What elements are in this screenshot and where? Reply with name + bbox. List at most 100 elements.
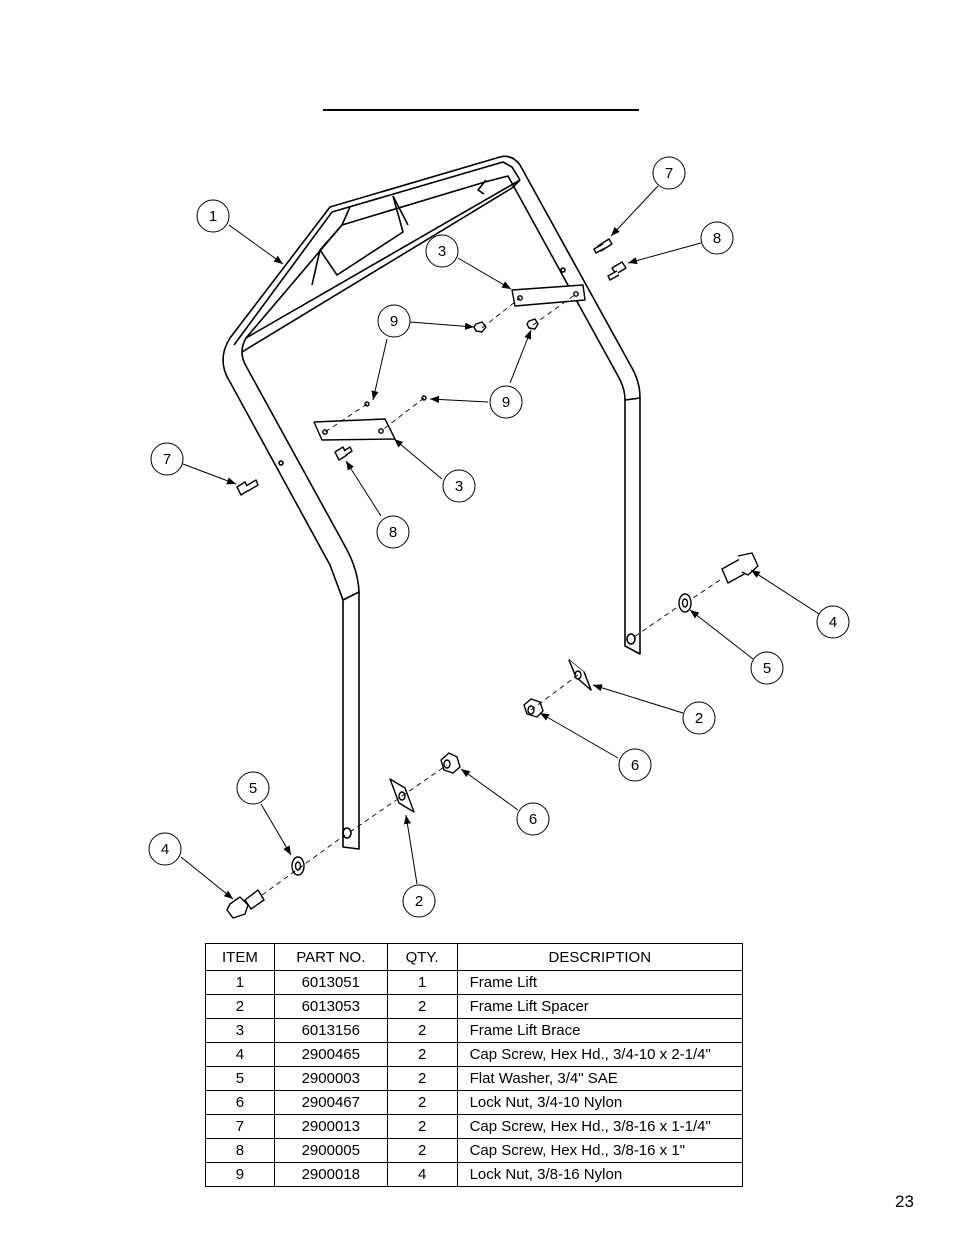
callout-5-right [750, 651, 784, 685]
callout-7-lower [150, 442, 184, 476]
cell-qty: 2 [386, 1042, 458, 1067]
callout-number: 8 [389, 524, 397, 541]
cell-description: Cap Screw, Hex Hd., 3/4-10 x 2-1/4" [456, 1042, 744, 1067]
header-qty: QTY. [386, 943, 458, 971]
cell-description: Frame Lift [456, 970, 744, 995]
exploded-parts-diagram: 1 7 8 3 9 9 7 3 8 4 5 2 6 6 5 4 2 [148, 155, 850, 919]
callout-8-upper [700, 221, 734, 255]
cell-qty: 2 [386, 1018, 458, 1043]
cell-qty: 4 [386, 1162, 458, 1187]
cell-qty: 2 [386, 994, 458, 1019]
callout-7-upper [652, 156, 686, 190]
callout-number: 4 [829, 614, 837, 631]
lock-nut-9-b [526, 318, 539, 330]
lock-nut-9-a [473, 321, 487, 333]
cell-qty: 2 [386, 1066, 458, 1091]
cap-screw-7-upper [593, 238, 613, 254]
table-header-row: ITEM PART NO. QTY. DESCRIPTION [205, 943, 744, 971]
callout-5-left [236, 771, 270, 805]
cap-screw-8-lower [334, 446, 353, 461]
cell-item: 3 [205, 1018, 275, 1043]
cell-part-no: 2900467 [273, 1090, 388, 1115]
callout-number: 7 [163, 451, 171, 468]
callout-1 [196, 199, 230, 233]
callout-9-right [489, 385, 523, 419]
callout-numbers: 1 7 8 3 9 9 7 3 8 4 5 2 6 6 5 4 2 [161, 165, 837, 910]
callout-number: 8 [713, 230, 721, 247]
cell-item: 1 [205, 970, 275, 995]
callout-number: 2 [415, 893, 423, 910]
header-item: ITEM [205, 943, 275, 971]
cell-qty: 1 [386, 970, 458, 995]
callout-number: 5 [249, 780, 257, 797]
callout-number: 7 [665, 165, 673, 182]
frame-lift-drawing [222, 155, 641, 850]
table-row: 5 2900003 2 Flat Washer, 3/4" SAE [205, 1066, 744, 1091]
cell-part-no: 2900005 [273, 1138, 388, 1163]
table-row: 1 6013051 1 Frame Lift [205, 970, 744, 995]
cell-description: Frame Lift Brace [456, 1018, 744, 1043]
callout-number: 9 [502, 394, 510, 411]
cell-description: Frame Lift Spacer [456, 994, 744, 1019]
frame-lift-spacer-left [389, 778, 415, 813]
callout-3-upper [425, 234, 459, 268]
callout-number: 4 [161, 841, 169, 858]
callout-number: 3 [455, 478, 463, 495]
frame-lift-spacer-right [568, 659, 592, 691]
hardware-parts [226, 238, 759, 919]
cell-item: 9 [205, 1162, 275, 1187]
cell-part-no: 2900018 [273, 1162, 388, 1187]
callout-3-lower [442, 469, 476, 503]
callout-balloons [148, 156, 850, 918]
flat-washer-5-right [678, 593, 692, 613]
callout-4-left [148, 832, 182, 866]
callout-4-right [816, 605, 850, 639]
header-part-no: PART NO. [273, 943, 388, 971]
cell-qty: 2 [386, 1114, 458, 1139]
cell-part-no: 6013053 [273, 994, 388, 1019]
table-row: 8 2900005 2 Cap Screw, Hex Hd., 3/8-16 x… [205, 1138, 744, 1163]
page-number: 23 [895, 1192, 914, 1211]
callout-number: 9 [390, 313, 398, 330]
callout-8-lower [376, 515, 410, 549]
cell-part-no: 2900465 [273, 1042, 388, 1067]
cell-description: Lock Nut, 3/4-10 Nylon [456, 1090, 744, 1115]
callout-2-left [402, 884, 436, 918]
cap-screw-4-right [721, 552, 759, 584]
cell-description: Cap Screw, Hex Hd., 3/8-16 x 1-1/4" [456, 1114, 744, 1139]
cap-screw-7-lower [236, 479, 259, 496]
cell-qty: 2 [386, 1090, 458, 1115]
callout-6-left [516, 802, 550, 836]
header-description: DESCRIPTION [456, 943, 744, 971]
callout-number: 3 [438, 243, 446, 260]
assembly-lines [261, 293, 721, 896]
lock-nut-6-left [440, 752, 461, 774]
cell-description: Cap Screw, Hex Hd., 3/8-16 x 1" [456, 1138, 744, 1163]
callout-number: 6 [529, 811, 537, 828]
cap-screw-4-left [226, 889, 265, 919]
cell-qty: 2 [386, 1138, 458, 1163]
cell-item: 8 [205, 1138, 275, 1163]
cell-part-no: 2900003 [273, 1066, 388, 1091]
table-row: 9 2900018 4 Lock Nut, 3/8-16 Nylon [205, 1162, 744, 1187]
frame-lift-brace-lower [313, 418, 396, 441]
title-underline [323, 109, 639, 111]
table-row: 4 2900465 2 Cap Screw, Hex Hd., 3/4-10 x… [205, 1042, 744, 1067]
cell-item: 6 [205, 1090, 275, 1115]
callout-number: 2 [695, 710, 703, 727]
callout-number: 6 [631, 757, 639, 774]
cell-part-no: 2900013 [273, 1114, 388, 1139]
table-row: 2 6013053 2 Frame Lift Spacer [205, 994, 744, 1019]
table-row: 7 2900013 2 Cap Screw, Hex Hd., 3/8-16 x… [205, 1114, 744, 1139]
cell-description: Lock Nut, 3/8-16 Nylon [456, 1162, 744, 1187]
callout-6-right [618, 748, 652, 782]
table-row: 3 6013156 2 Frame Lift Brace [205, 1018, 744, 1043]
table-row: 6 2900467 2 Lock Nut, 3/4-10 Nylon [205, 1090, 744, 1115]
cap-screw-8-upper [607, 261, 627, 281]
callout-number: 1 [209, 208, 217, 225]
callout-number: 5 [763, 660, 771, 677]
callout-9-left [377, 304, 411, 338]
leader-lines [180, 185, 820, 900]
frame-lift-brace-upper [511, 284, 586, 307]
cell-item: 7 [205, 1114, 275, 1139]
